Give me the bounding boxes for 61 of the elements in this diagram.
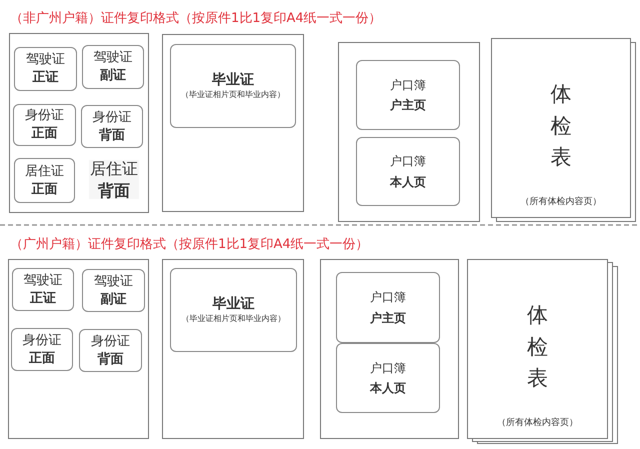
section-title: （非广州户籍）证件复印格式（按原件1比1复印A4纸一式一份） xyxy=(10,10,382,27)
card-title: 驾驶证 xyxy=(26,51,65,69)
card-subtitle: 正面 xyxy=(29,350,55,368)
card-subtitle: 副证 xyxy=(100,290,126,308)
paper-sheet xyxy=(467,259,608,439)
card-title: 驾驶证 xyxy=(94,49,132,67)
document-card xyxy=(79,329,142,372)
card-title: 身份证 xyxy=(91,332,130,350)
card-title: 身份证 xyxy=(22,332,62,350)
card-subtitle: 正面 xyxy=(32,180,58,198)
document-card xyxy=(14,158,75,203)
card-title: 户口簿 xyxy=(370,289,406,306)
sheet-title: 体检表 xyxy=(526,302,549,392)
card-title: 驾驶证 xyxy=(94,272,133,290)
document-card xyxy=(170,44,296,128)
card-title: 居住证 xyxy=(90,158,138,180)
document-card xyxy=(82,269,145,312)
card-subtitle: 背面 xyxy=(98,350,124,368)
card-title: 驾驶证 xyxy=(24,272,62,290)
card-note: （毕业证相片页和毕业内容） xyxy=(181,90,285,101)
paper-sheet xyxy=(162,34,304,212)
document-card xyxy=(12,268,74,311)
card-title: 毕业证 xyxy=(212,71,254,90)
sheet-title: 体检表 xyxy=(550,81,572,171)
paper-sheet xyxy=(8,259,149,439)
document-card xyxy=(356,60,460,130)
sheet-note: （所有体检内容页） xyxy=(520,196,602,208)
document-card xyxy=(170,268,297,352)
document-card xyxy=(11,328,73,371)
card-subtitle: 正面 xyxy=(32,125,58,143)
document-card xyxy=(336,272,440,343)
document-card xyxy=(81,105,143,148)
card-title: 户口簿 xyxy=(370,360,406,376)
paper-sheet xyxy=(9,33,149,213)
card-subtitle: 本人页 xyxy=(390,174,426,190)
card-note: （毕业证相片页和毕业内容） xyxy=(182,314,286,325)
document-card xyxy=(336,343,440,413)
section-title: （广州户籍）证件复印格式（按原件1比1复印A4纸一式一份） xyxy=(10,236,369,253)
paper-sheet xyxy=(320,259,459,439)
card-title: 身份证 xyxy=(92,108,132,126)
card-subtitle: 副证 xyxy=(100,67,126,85)
card-subtitle: 本人页 xyxy=(370,380,406,396)
card-title: 户口簿 xyxy=(390,76,426,93)
paper-sheet xyxy=(491,38,631,218)
document-card xyxy=(82,45,144,89)
sheet-note: （所有体检内容页） xyxy=(497,416,578,429)
paper-sheet xyxy=(162,259,304,439)
card-title: 居住证 xyxy=(25,162,64,180)
card-title: 户口簿 xyxy=(390,153,426,170)
card-subtitle: 背面 xyxy=(98,180,130,202)
document-card xyxy=(356,137,460,206)
document-card xyxy=(14,47,77,91)
card-subtitle: 背面 xyxy=(99,126,125,144)
card-title: 毕业证 xyxy=(212,295,254,314)
document-card xyxy=(13,104,76,146)
card-subtitle: 正证 xyxy=(30,290,56,308)
paper-sheet xyxy=(338,42,480,222)
card-subtitle: 户主页 xyxy=(370,310,406,326)
card-subtitle: 正证 xyxy=(32,69,58,87)
card-subtitle: 户主页 xyxy=(390,97,426,114)
card-title: 身份证 xyxy=(25,107,64,125)
